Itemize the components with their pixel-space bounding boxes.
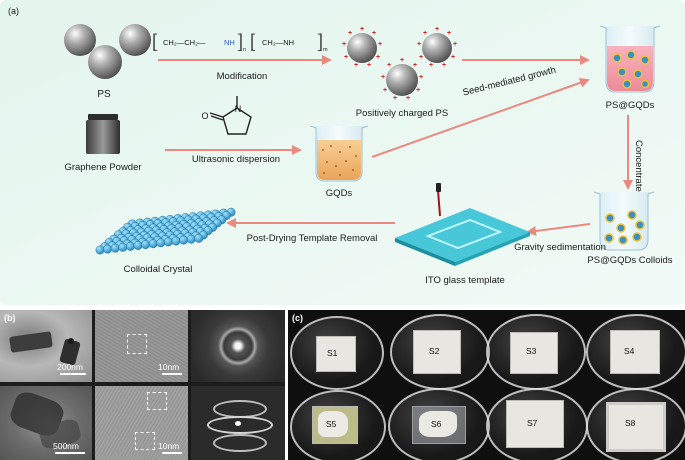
- label-modification: Modification: [217, 71, 268, 82]
- scalebar-4: [162, 452, 182, 454]
- scalebar-1: [60, 373, 86, 375]
- sample-s2: [413, 330, 461, 374]
- panel-a-schematic: (a) PS [ CH₂—CH₂— NH ] n [ CH₂—NH ] m Mo…: [0, 0, 685, 305]
- ps-gqds-beaker: [599, 25, 661, 93]
- fft-pattern-1: [191, 310, 285, 382]
- sample-label-s2: S2: [429, 346, 440, 356]
- svg-text:+: +: [419, 54, 423, 61]
- svg-text:+: +: [383, 87, 387, 94]
- scale-label-2: 10nm: [158, 362, 180, 372]
- molecule-structure: [209, 96, 252, 135]
- svg-text:+: +: [372, 30, 376, 37]
- scalebar-2: [162, 373, 182, 375]
- panel-a-letter: (a): [8, 6, 19, 16]
- scale-label-4: 10nm: [158, 441, 180, 451]
- svg-text:+: +: [423, 30, 427, 37]
- svg-text:]: ]: [238, 31, 243, 51]
- svg-text:+: +: [419, 74, 423, 81]
- fft-pattern-2: [191, 386, 285, 460]
- colloidal-crystal: [95, 207, 236, 255]
- svg-text:n: n: [243, 47, 246, 53]
- sample-s3: [510, 332, 558, 374]
- label-ito-glass-template: ITO glass template: [425, 275, 505, 286]
- scalebar-3: [55, 452, 85, 454]
- label-gqds: GQDs: [326, 188, 353, 199]
- svg-text:NH: NH: [224, 38, 235, 47]
- positively-charged-ps: ++++ +++++ ++++ +++++ ++++ +++++: [342, 26, 457, 102]
- tem-image-3: [0, 386, 92, 460]
- sample-label-s6: S6: [431, 419, 442, 429]
- svg-text:+: +: [387, 62, 391, 69]
- scale-label-1: 200nm: [57, 362, 83, 372]
- svg-text:+: +: [376, 54, 380, 61]
- graphene-powder-vial: [86, 114, 120, 154]
- svg-text:]: ]: [318, 31, 323, 51]
- sample-label-s5: S5: [326, 419, 337, 429]
- svg-text:+: +: [447, 30, 451, 37]
- svg-text:+: +: [360, 26, 364, 33]
- svg-text:+: +: [342, 41, 346, 48]
- svg-text:+: +: [413, 62, 417, 69]
- svg-text:+: +: [453, 41, 457, 48]
- sample-label-s4: S4: [624, 346, 635, 356]
- svg-text:+: +: [435, 26, 439, 33]
- svg-text:CH₂—CH₂—: CH₂—CH₂—: [163, 38, 206, 47]
- svg-text:[: [: [152, 31, 157, 51]
- sample-label-s7: S7: [527, 418, 538, 428]
- label-positively-charged-ps: Positively charged PS: [356, 108, 448, 119]
- tem-image-2: [95, 310, 188, 382]
- sample-s6: [412, 406, 466, 444]
- svg-text:+: +: [344, 54, 348, 61]
- svg-text:+: +: [417, 41, 421, 48]
- sample-s7: [506, 400, 564, 448]
- tem-image-4: [95, 386, 188, 460]
- sample-label-s1: S1: [327, 348, 338, 358]
- panel-c-sample-photos: (c) S1 S2 S3 S4 S5 S6 S7 S8: [288, 310, 685, 460]
- sample-s8: [606, 402, 666, 452]
- sample-label-s8: S8: [625, 418, 636, 428]
- label-concentrate: Concentrate: [633, 140, 644, 192]
- svg-text:+: +: [378, 41, 382, 48]
- sample-s4: [610, 330, 660, 374]
- svg-text:+: +: [429, 62, 433, 69]
- svg-text:+: +: [406, 95, 410, 102]
- sample-s1: [316, 336, 356, 372]
- label-ps-gqds: PS@GQDs: [606, 100, 655, 111]
- panel-c-letter: (c): [292, 313, 303, 323]
- arrow-gravity-sedimentation: [526, 223, 591, 236]
- label-colloidal-crystal: Colloidal Crystal: [124, 264, 193, 275]
- scale-label-3: 500nm: [53, 441, 79, 451]
- gqds-beaker: [309, 125, 369, 182]
- label-ps-gqds-colloids: PS@GQDs Colloids: [587, 255, 672, 266]
- svg-text:+: +: [416, 87, 420, 94]
- tem-image-1: [0, 310, 92, 382]
- panel-b-tem-images: 200nm (b) 10nm 500nm 10nm: [0, 310, 285, 460]
- ps-gqds-colloids-beaker: [593, 191, 655, 251]
- svg-text:+: +: [367, 62, 371, 69]
- label-ps: PS: [97, 89, 111, 100]
- ps-spheres: [64, 24, 151, 79]
- ito-glass-template: [395, 183, 530, 266]
- label-graphene-powder: Graphene Powder: [64, 162, 141, 173]
- svg-text:m: m: [323, 47, 328, 53]
- svg-text:+: +: [381, 74, 385, 81]
- arrow-seed-mediated-growth: [371, 77, 590, 158]
- svg-text:+: +: [393, 95, 397, 102]
- polymer-formula: [ CH₂—CH₂— NH ] n [ CH₂—NH ] m: [152, 31, 328, 53]
- sample-label-s3: S3: [526, 346, 537, 356]
- svg-text:CH₂—NH: CH₂—NH: [262, 38, 294, 47]
- svg-text:+: +: [400, 57, 404, 64]
- molecule-o: O: [201, 111, 208, 121]
- molecule-n: N: [235, 104, 242, 114]
- svg-text:+: +: [354, 62, 358, 69]
- label-ultrasonic-dispersion: Ultrasonic dispersion: [192, 154, 280, 165]
- svg-text:[: [: [250, 31, 255, 51]
- panel-b-letter: (b): [4, 313, 16, 323]
- svg-text:+: +: [348, 30, 352, 37]
- label-post-drying-template-removal: Post-Drying Template Removal: [247, 233, 378, 244]
- svg-text:+: +: [442, 62, 446, 69]
- label-gravity-sedimentation: Gravity sedimentation: [514, 242, 606, 253]
- svg-text:+: +: [451, 54, 455, 61]
- sample-s5: [312, 406, 358, 444]
